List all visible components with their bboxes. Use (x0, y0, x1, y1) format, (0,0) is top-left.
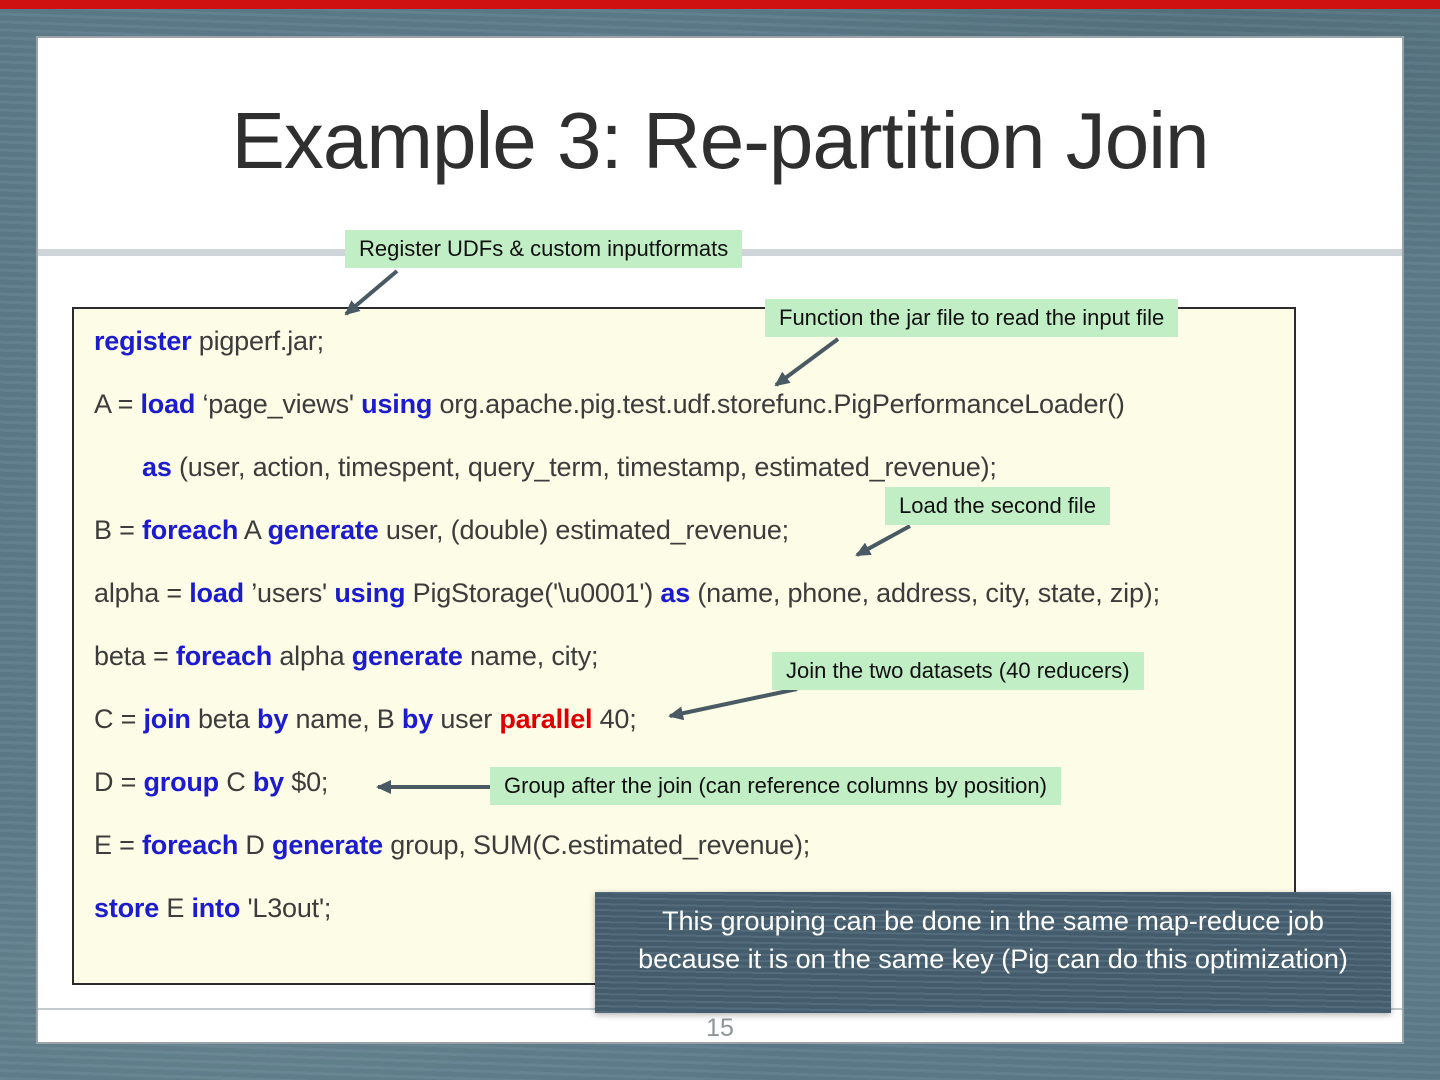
code-segment: E = (94, 830, 142, 860)
code-line: D = group C by $0; (94, 764, 1274, 801)
code-segment: store (94, 893, 160, 923)
code-segment: alpha = (94, 578, 190, 608)
code-segment: (name, phone, address, city, state, zip)… (690, 578, 1160, 608)
code-segment: E (159, 893, 192, 923)
code-segment: C = (94, 704, 144, 734)
code-segment: parallel (499, 704, 593, 734)
code-line: B = foreach A generate user, (double) es… (94, 512, 1274, 549)
code-line: E = foreach D generate group, SUM(C.esti… (94, 827, 1274, 864)
code-segment: generate (351, 641, 463, 671)
code-segment: using (361, 389, 433, 419)
code-segment: org.apache.pig.test.udf.storefunc.PigPer… (432, 389, 1125, 419)
code-segment: PigStorage('\u0001') (405, 578, 661, 608)
code-line: as (user, action, timespent, query_term,… (94, 449, 1274, 486)
code-segment: name, B (288, 704, 402, 734)
code-segment: A = (94, 389, 141, 419)
top-red-bar (0, 0, 1440, 9)
page-number: 15 (706, 1014, 734, 1042)
code-segment: generate (267, 515, 379, 545)
code-segment: D = (94, 767, 144, 797)
callout-function-jar: Function the jar file to read the input … (765, 299, 1179, 337)
code-segment: user (433, 704, 500, 734)
code-segment: 'L3out'; (240, 893, 332, 923)
code-segment: generate (272, 830, 383, 860)
code-segment: A (238, 515, 268, 545)
code-line: beta = foreach alpha generate name, city… (94, 638, 1274, 675)
code-segment: load (189, 578, 244, 608)
code-segment: group (143, 767, 219, 797)
slide-title: Example 3: Re-partition Join (231, 96, 1210, 185)
code-segment: using (334, 578, 406, 608)
pig-code-block: register pigperf.jar; A = load ‘page_view… (72, 307, 1296, 985)
code-segment: (user, action, timespent, query_term, ti… (171, 452, 997, 482)
code-line: A = load ‘page_views' using org.apache.p… (94, 386, 1274, 423)
code-segment: alpha (272, 641, 352, 671)
callout-load-second-file: Load the second file (885, 487, 1110, 525)
callout-join-datasets: Join the two datasets (40 reducers) (772, 652, 1144, 690)
code-line: register pigperf.jar; (94, 323, 1274, 360)
code-segment: foreach (175, 641, 273, 671)
code-segment: pigperf.jar; (191, 326, 324, 356)
code-segment: ’users' (243, 578, 335, 608)
code-segment: by (257, 704, 289, 734)
code-segment: register (94, 326, 192, 356)
code-segment: ‘page_views' (195, 389, 362, 419)
code-segment: name, city; (462, 641, 599, 671)
note-box: This grouping can be done in the same ma… (595, 892, 1391, 1013)
code-segment: beta (190, 704, 258, 734)
code-segment: load (140, 389, 196, 419)
code-segment: 40; (592, 704, 637, 734)
code-line: alpha = load ’users' using PigStorage('\… (94, 575, 1274, 612)
code-segment: as (142, 452, 172, 482)
code-segment: D (238, 830, 273, 860)
code-segment: B = (94, 515, 142, 545)
code-segment: foreach (141, 515, 239, 545)
callout-register-udfs: Register UDFs & custom inputformats (345, 230, 743, 268)
code-line: C = join beta by name, B by user paralle… (94, 701, 1274, 738)
code-segment: C (218, 767, 253, 797)
code-segment: join (143, 704, 191, 734)
code-segment: by (252, 767, 284, 797)
code-segment: user, (double) estimated_revenue; (378, 515, 789, 545)
code-segment: beta = (94, 641, 176, 671)
code-segment: group, SUM(C.estimated_revenue); (382, 830, 811, 860)
code-line: store E into 'L3out'; (94, 890, 1274, 927)
callout-group-after-join: Group after the join (can reference colu… (490, 767, 1061, 805)
code-segment: into (191, 893, 241, 923)
code-segment: as (660, 578, 691, 608)
code-segment: foreach (141, 830, 239, 860)
code-segment: $0; (283, 767, 329, 797)
code-segment: by (401, 704, 434, 734)
